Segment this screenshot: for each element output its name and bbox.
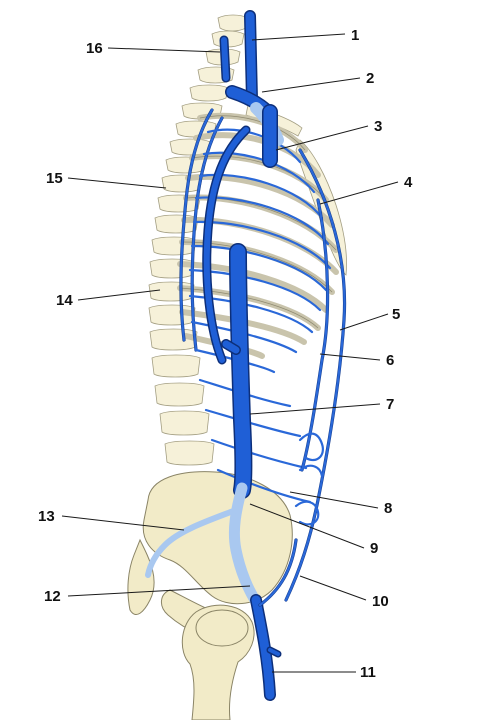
leader-line-2 (261, 77, 361, 93)
label-9: 9 (370, 540, 378, 557)
label-2: 2 (366, 70, 374, 87)
leader-line-14 (77, 289, 161, 301)
label-16: 16 (86, 40, 103, 57)
sternum (295, 139, 347, 276)
internal-iliac-vein (145, 507, 239, 578)
label-3: 3 (374, 118, 382, 135)
vertebral-vein (221, 37, 229, 81)
label-14: 14 (56, 292, 73, 309)
leader-line-1 (251, 33, 346, 41)
leader-line-9 (249, 503, 365, 549)
leader-line-5 (339, 313, 389, 331)
label-1: 1 (351, 27, 359, 44)
leader-line-15 (67, 177, 167, 189)
leader-lines (61, 33, 399, 673)
leader-line-8 (289, 491, 379, 509)
leader-line-10 (299, 575, 367, 601)
common-iliac-vein (228, 482, 264, 611)
leader-line-3 (275, 125, 369, 151)
label-12: 12 (44, 588, 61, 605)
label-10: 10 (372, 593, 389, 610)
superficial-veins (284, 148, 347, 602)
label-15: 15 (46, 170, 63, 187)
leader-line-12 (67, 585, 251, 597)
skeleton (127, 14, 347, 720)
inferior-vena-cava (230, 244, 251, 498)
label-7: 7 (386, 396, 394, 413)
label-11: 11 (360, 664, 376, 681)
leader-line-16 (107, 47, 221, 53)
azygos-vein (203, 127, 249, 363)
sacrum (127, 538, 155, 615)
femoral-vein (251, 595, 275, 700)
callout-labels: 1 2 3 4 5 6 7 8 9 10 11 12 13 14 15 16 (38, 27, 413, 681)
leader-line-7 (249, 403, 381, 415)
femoral-head (195, 609, 249, 647)
leader-line-6 (319, 353, 381, 361)
internal-jugular-vein (245, 11, 257, 105)
label-13: 13 (38, 508, 55, 525)
pelvis-ilium (142, 471, 293, 605)
leader-line-4 (319, 181, 399, 205)
label-6: 6 (386, 352, 394, 369)
veins (145, 10, 347, 701)
label-8: 8 (384, 500, 392, 517)
intercostal-veins (179, 108, 332, 504)
leader-line-13 (61, 515, 185, 531)
label-5: 5 (392, 306, 400, 323)
label-4: 4 (404, 174, 413, 191)
